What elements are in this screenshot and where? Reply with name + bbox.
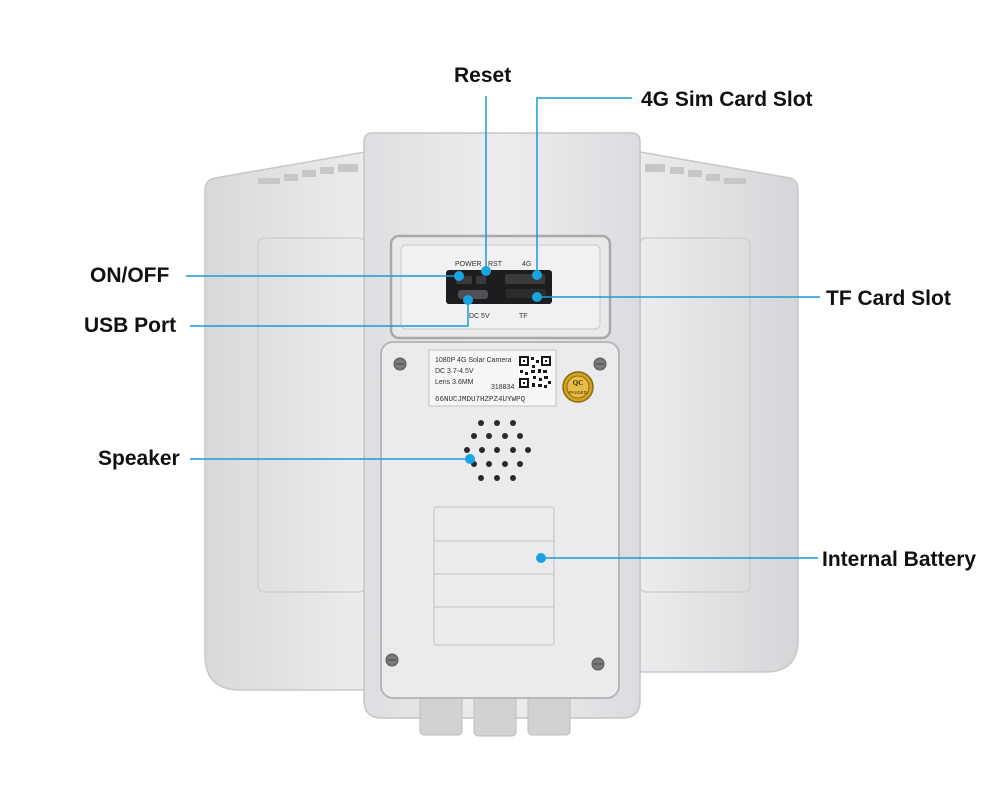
speaker-hole [471,433,477,439]
sticker-line3: Lens 3.6MM [435,379,474,386]
svg-text:PASSED: PASSED [569,390,588,395]
rst-label: RST [488,261,503,268]
sim-leader [536,97,632,273]
speaker-hole [494,475,500,481]
battery-callout: Internal Battery [822,548,977,571]
speaker-hole [486,433,492,439]
onoff-dot [454,271,464,281]
usb-dot [463,295,473,305]
port-panel [389,234,612,340]
speaker-hole [494,447,500,453]
reset-callout: Reset [454,64,512,87]
tf-slot-callout: TF Card Slot [826,287,951,310]
speaker-hole [464,447,470,453]
pointer-dots [454,266,546,563]
right-wing [639,151,799,673]
speaker-hole [502,433,508,439]
speaker-hole [510,447,516,453]
speaker-hole [478,475,484,481]
power-label: POWER [455,261,481,268]
g4-label: 4G [522,261,531,268]
speaker-hole [517,433,523,439]
dc-label: DC 5V [469,313,490,320]
sticker-code: 318834 [491,384,514,391]
speaker-hole [478,420,484,426]
speaker-hole [502,461,508,467]
leader-lines [186,96,820,559]
reset-dot [481,266,491,276]
cover-plate [380,341,620,699]
qc-seal-icon: QC PASSED [562,371,594,403]
speaker-hole [517,461,523,467]
sim-dot [532,270,542,280]
usb-port-callout: USB Port [84,314,177,337]
usb-leader [190,300,469,327]
speaker-hole [510,420,516,426]
speaker-hole [486,461,492,467]
speaker-hole [494,420,500,426]
tf-label: TF [519,313,528,320]
speaker-callout: Speaker [98,447,180,470]
speaker-hole [525,447,531,453]
sticker-serial: 66NUCJMDU7HZPZ4UYWPQ [435,396,526,404]
svg-text:QC: QC [573,379,584,387]
tf-dot [532,292,542,302]
speaker-hole [510,475,516,481]
sticker-line2: DC 3.7-4.5V [435,368,474,375]
speaker-hole [479,447,485,453]
speaker-grille [464,420,531,481]
sim-slot-callout: 4G Sim Card Slot [641,88,813,111]
qr-code-icon [519,356,551,388]
sticker-line1: 1080P 4G Solar Camera [435,357,512,364]
on-off-callout: ON/OFF [90,264,170,287]
left-wing [204,151,366,691]
battery-dot [536,553,546,563]
screw-icon [385,357,607,671]
speaker-dot [465,454,475,464]
battery-compartment [433,506,555,646]
